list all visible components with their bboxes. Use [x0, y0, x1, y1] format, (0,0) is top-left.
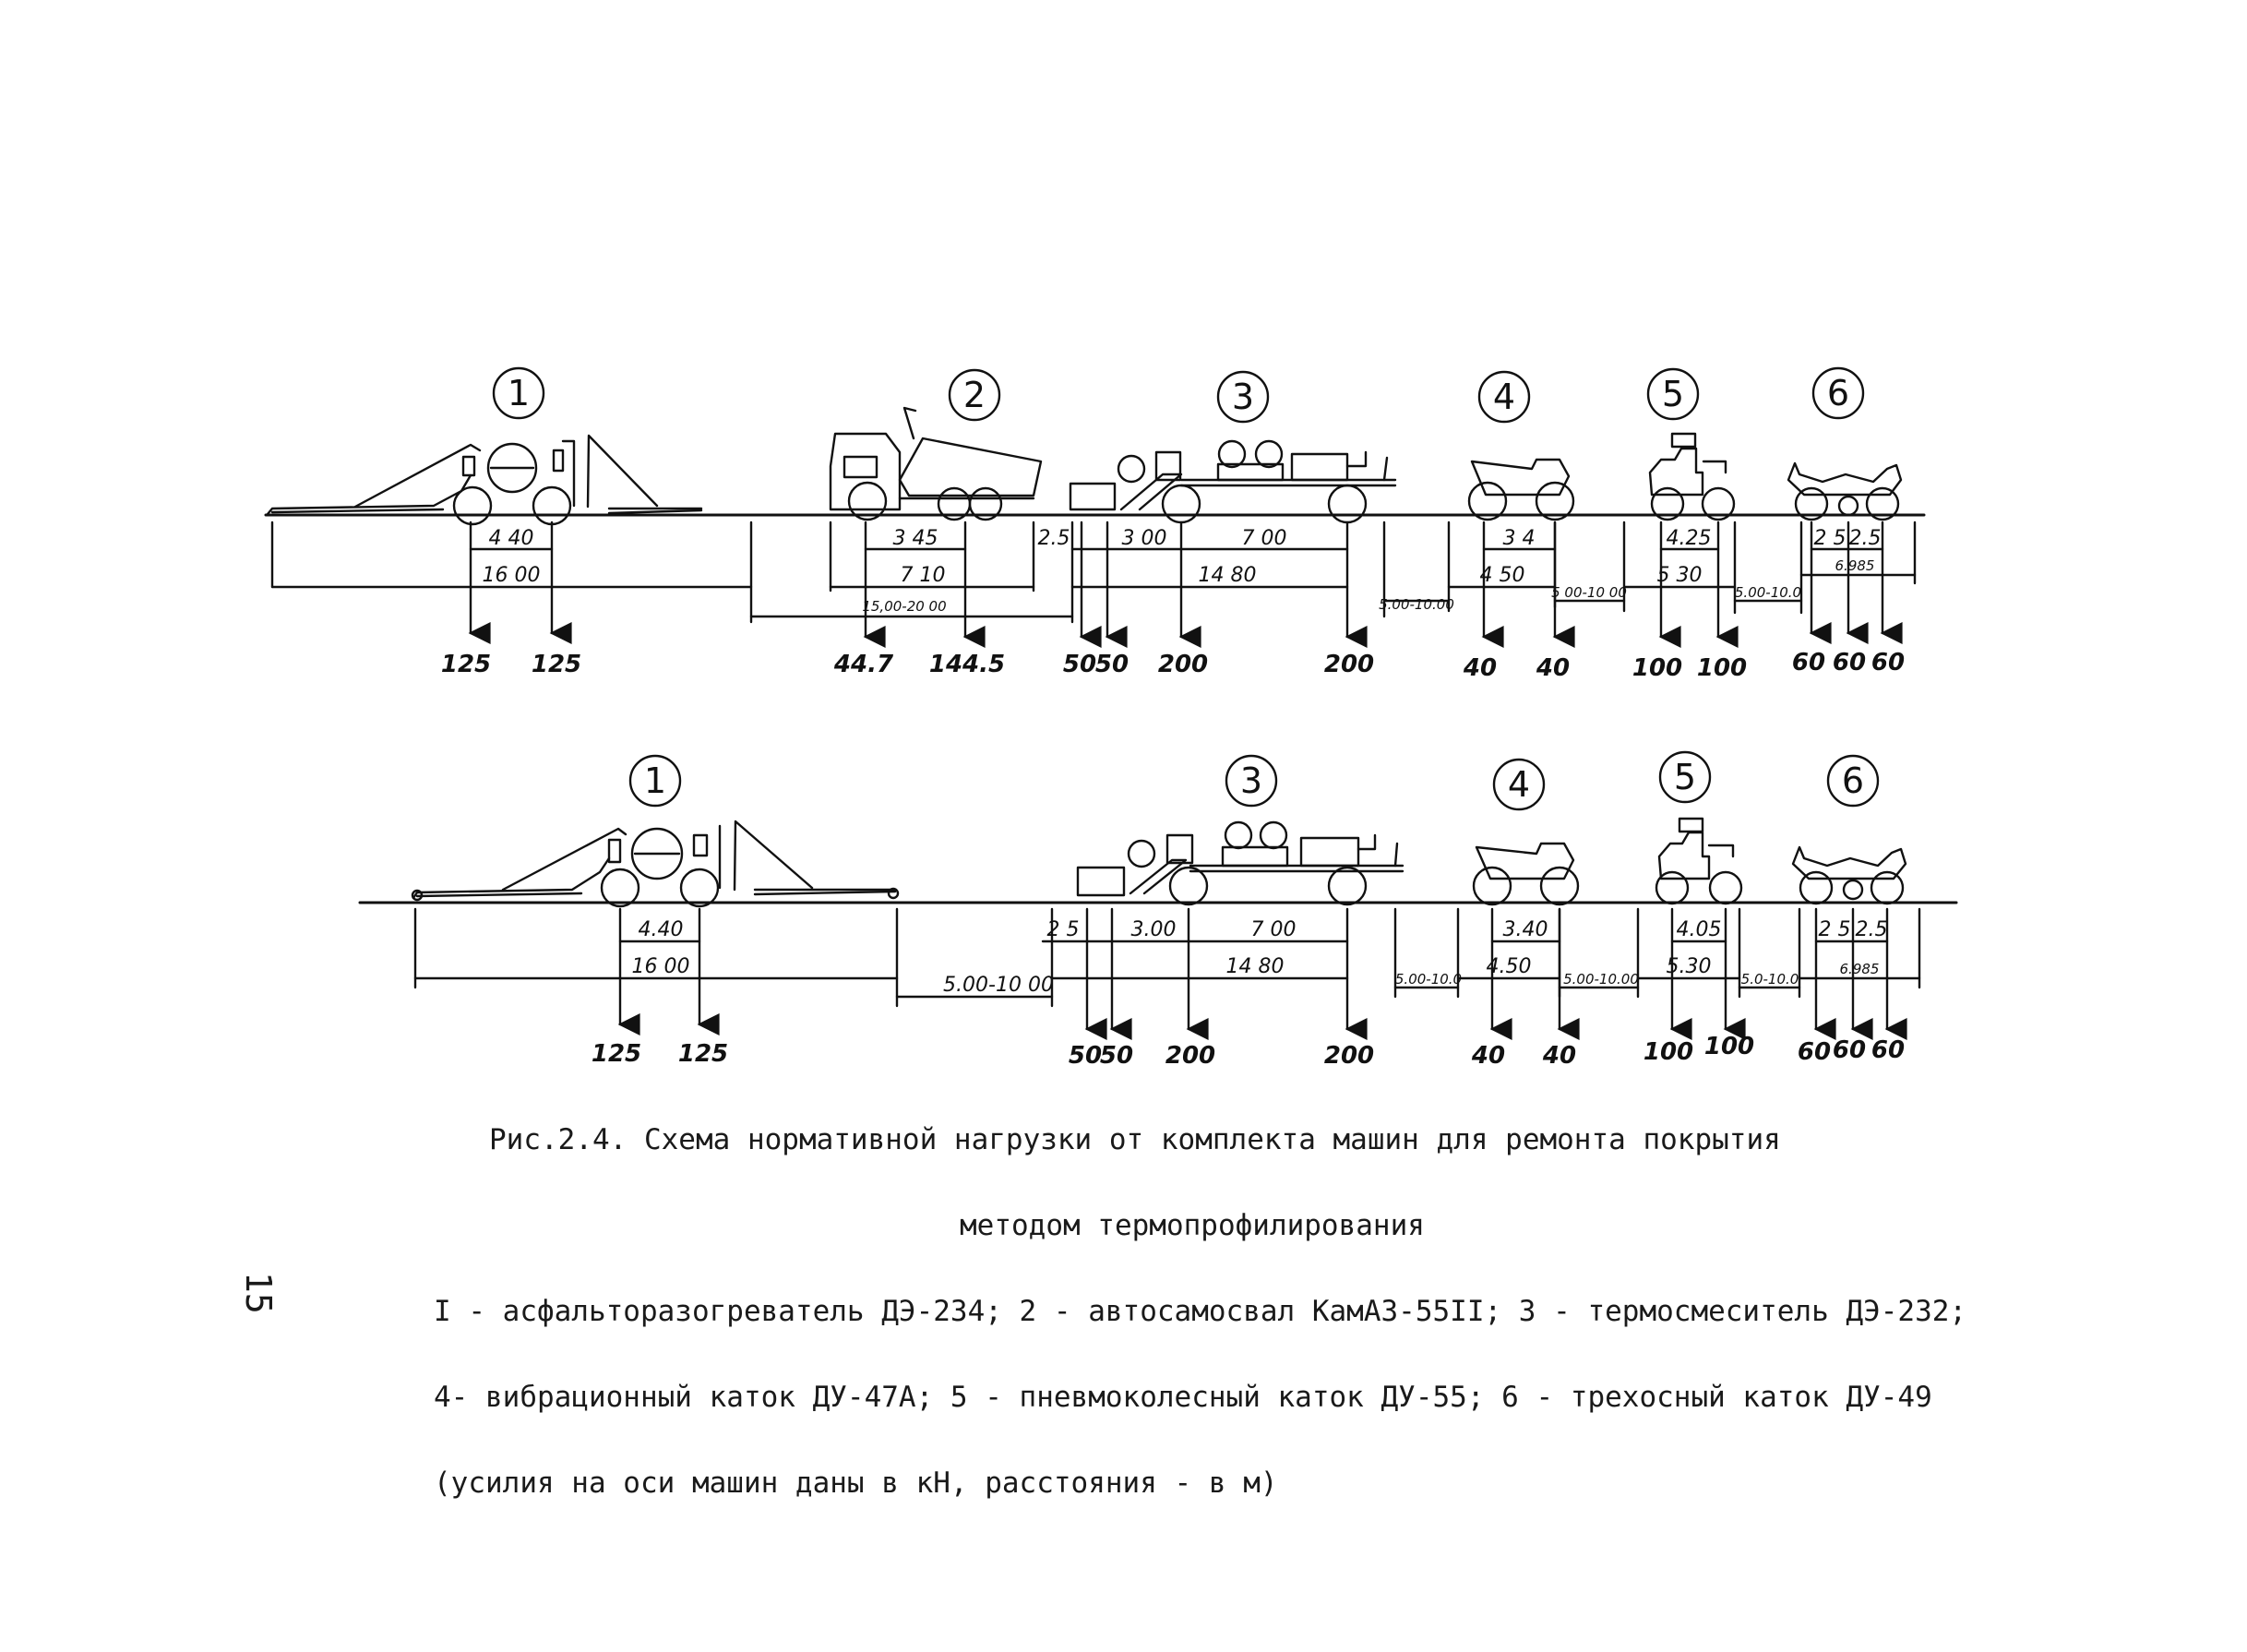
row1-dim-17: 2 5	[1814, 527, 1847, 550]
row1-dim-5: 15,00-20 00	[862, 598, 946, 615]
row2-dim-8: 5.00-10.0	[1395, 971, 1462, 988]
row2-dim-11: 5.00-10.00	[1563, 971, 1639, 988]
row2-label-3: 3	[1240, 760, 1262, 801]
row1-load-9: 40	[1463, 654, 1497, 682]
row2-dim-7: 14 80	[1226, 955, 1285, 978]
row1-machine-4	[1467, 458, 1575, 521]
row2-machine-4	[1472, 842, 1580, 906]
row1-dim-14: 4.25	[1667, 527, 1712, 550]
caption-title: Рис.2.4. Схема нормативной нагрузки от к…	[489, 1123, 1781, 1156]
row1-label-3: 3	[1232, 377, 1254, 417]
row2-dim-4: 2 5	[1047, 918, 1080, 941]
row1-label-2: 2	[963, 375, 986, 415]
row2-dim-6: 7 00	[1251, 918, 1297, 941]
row2-load-8: 40	[1542, 1042, 1576, 1070]
row2-machine-6	[1791, 845, 1907, 905]
row1-load-7: 200	[1158, 651, 1208, 678]
row1-load-5: 50	[1063, 651, 1096, 678]
row1-machine-5	[1648, 432, 1736, 521]
row2-load-9: 100	[1643, 1038, 1693, 1066]
row2-load-4: 50	[1100, 1042, 1133, 1070]
row1-dim-1: 4 40	[489, 527, 534, 550]
row1-load-8: 200	[1324, 651, 1374, 678]
row1-dim-3: 3 45	[893, 527, 938, 550]
row1-load-10: 40	[1536, 654, 1570, 682]
row1-dim-7: 3 00	[1122, 527, 1167, 550]
row1-dim-8: 7 00	[1242, 527, 1287, 550]
row2-dim-12: 4.05	[1677, 918, 1722, 941]
row2-dim-15: 2 5	[1819, 918, 1851, 941]
row1-dim-16: 5.00-10.0	[1735, 584, 1801, 601]
figure-caption: Рис.2.4. Схема нормативной нагрузки от к…	[434, 1069, 2002, 1526]
row2-label-4: 4	[1508, 764, 1530, 805]
row2-load-10: 100	[1704, 1033, 1754, 1060]
row2-dim-14: 5.0-10.0	[1741, 971, 1799, 988]
row1-load-2: 125	[532, 651, 581, 678]
row2-load-5: 200	[1165, 1042, 1215, 1070]
row1-machine-1	[266, 434, 703, 526]
row1-load-3: 44.7	[833, 651, 894, 678]
row2-machine-3	[1076, 820, 1404, 906]
row2-load-13: 60	[1871, 1036, 1905, 1064]
row2-dim-17: 6.985	[1840, 961, 1880, 977]
row2-load-6: 200	[1324, 1042, 1374, 1070]
row1-load-1: 125	[441, 651, 491, 678]
row1-load-14: 60	[1833, 649, 1866, 676]
row1-load-11: 100	[1632, 654, 1682, 682]
row1-drawing	[264, 406, 1926, 648]
row1-load-4: 144.5	[929, 651, 1005, 678]
row1-machine-2	[829, 406, 1043, 521]
row2-label-6: 6	[1842, 760, 1864, 801]
caption-legend-line-2: 4- вибрационный каток ДУ-47А; 5 - пневмо…	[434, 1381, 1932, 1414]
row1-label-1: 1	[508, 373, 530, 413]
row1-dim-9: 14 80	[1199, 564, 1257, 587]
row2-dim-1: 4.40	[639, 918, 684, 941]
row2-load-11: 60	[1798, 1038, 1831, 1066]
row2-dim-5: 3.00	[1131, 918, 1177, 941]
row1-dim-4: 7 10	[901, 564, 946, 587]
row1-dim-12: 4 50	[1480, 564, 1525, 587]
row2-dim-10: 4.50	[1487, 955, 1532, 978]
row2-dim-16: 2.5	[1856, 918, 1888, 941]
row2-machine-5	[1655, 817, 1743, 905]
caption-legend-line-3: (усилия на оси машин даны в кН, расстоян…	[434, 1466, 1278, 1500]
row1-label-6: 6	[1827, 373, 1849, 413]
row1-dim-18: 2.5	[1849, 527, 1882, 550]
row1-dim-11: 3 4	[1503, 527, 1536, 550]
caption-legend-line-1: I - асфальторазогреватель ДЭ-234; 2 - ав…	[434, 1295, 1967, 1328]
row1-dim-10: 5.00-10.00	[1379, 596, 1454, 613]
row2-dim-3: 5.00-10 00	[943, 974, 1054, 997]
row2-load-3: 50	[1069, 1042, 1102, 1070]
row1-dim-19: 6.985	[1835, 557, 1875, 574]
page-number: 15	[238, 1272, 279, 1314]
row1-load-12: 100	[1697, 654, 1747, 682]
row2-label-5: 5	[1674, 757, 1696, 797]
row1-dim-15: 5 30	[1657, 564, 1703, 587]
row2-load-2: 125	[678, 1040, 728, 1068]
row1-dim-6: 2.5	[1038, 527, 1070, 550]
row2-load-1: 125	[592, 1040, 641, 1068]
row2-label-1: 1	[644, 760, 666, 801]
row2-dim-2: 16 00	[632, 955, 690, 978]
row1-machine-6	[1787, 461, 1903, 521]
machine-number-circles	[492, 366, 1880, 811]
row1-machine-3	[1069, 439, 1397, 524]
row2-load-12: 60	[1833, 1036, 1866, 1064]
row2-dim-9: 3.40	[1503, 918, 1548, 941]
row1-load-15: 60	[1871, 649, 1905, 676]
row2-drawing	[358, 817, 1958, 1040]
row2-load-7: 40	[1471, 1042, 1505, 1070]
row1-dim-13: 5 00-10 00	[1551, 584, 1627, 601]
row1-load-13: 60	[1792, 649, 1825, 676]
row1-load-6: 50	[1095, 651, 1129, 678]
caption-subtitle: методом термопрофилирования	[960, 1209, 1425, 1242]
row1-dim-2: 16 00	[483, 564, 541, 587]
row2-dim-13: 5.30	[1667, 955, 1712, 978]
row2-machine-1	[411, 820, 900, 908]
row1-label-4: 4	[1493, 377, 1515, 417]
row1-label-5: 5	[1662, 374, 1684, 414]
